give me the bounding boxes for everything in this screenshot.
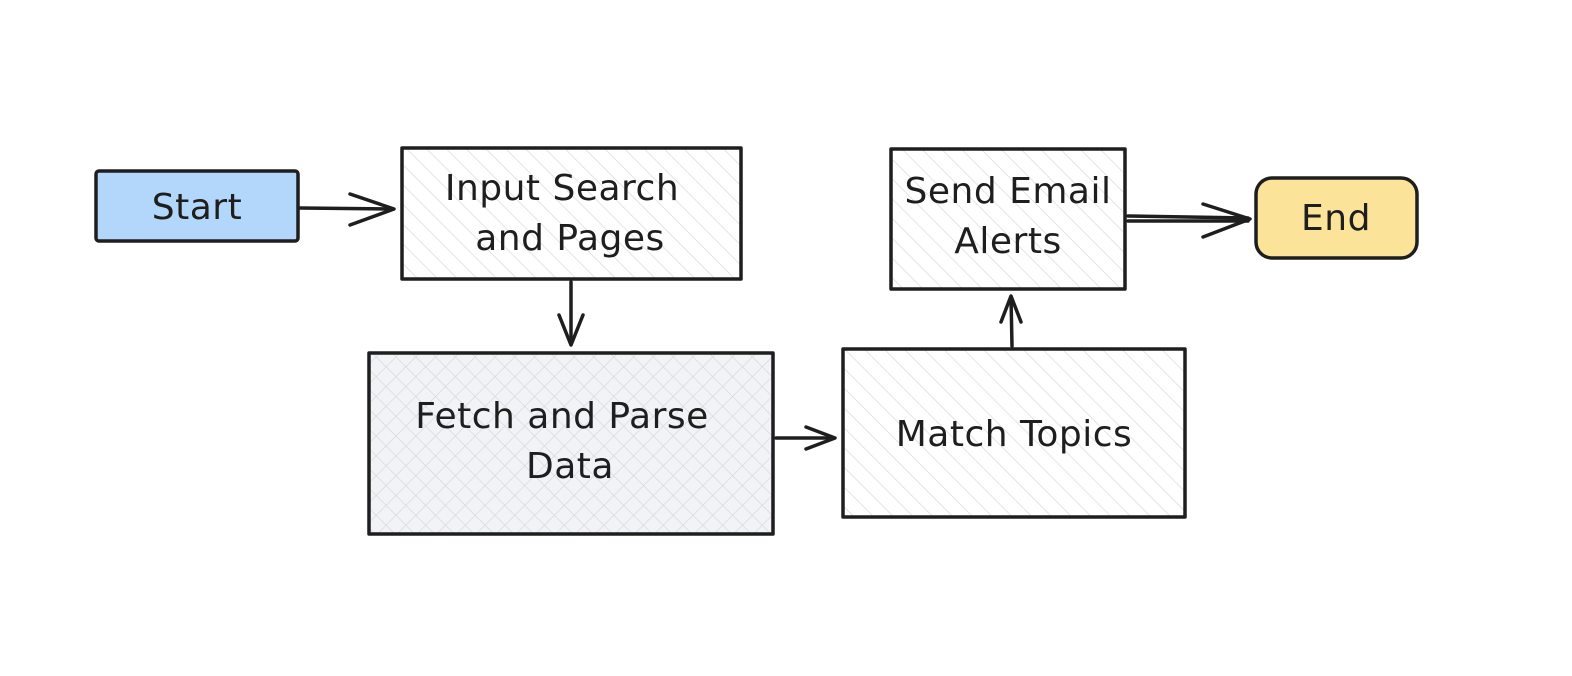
start-node[interactable]: Start bbox=[94, 169, 300, 243]
fetch-parse-label-line2: Data bbox=[526, 446, 614, 487]
arrow-send-to-end bbox=[1126, 202, 1252, 239]
arrow-start-to-input bbox=[298, 192, 396, 227]
end-node[interactable]: End bbox=[1254, 176, 1419, 260]
input-search-node[interactable]: Input Search and Pages bbox=[400, 146, 743, 281]
arrow-fetch-to-match bbox=[774, 425, 837, 451]
fetch-parse-label-line1: Fetch and Parse bbox=[415, 396, 709, 437]
input-search-label-line2: and Pages bbox=[475, 218, 665, 259]
send-email-label-line2: Alerts bbox=[954, 221, 1061, 262]
start-label: Start bbox=[152, 187, 242, 228]
match-topics-node[interactable]: Match Topics bbox=[841, 347, 1187, 519]
end-label: End bbox=[1301, 198, 1371, 239]
input-search-label-line1: Input Search bbox=[445, 168, 679, 209]
send-email-label-line1: Send Email bbox=[905, 171, 1112, 212]
fetch-parse-node[interactable]: Fetch and Parse Data bbox=[367, 351, 775, 536]
arrow-input-to-fetch bbox=[557, 280, 585, 347]
match-topics-label: Match Topics bbox=[896, 414, 1133, 455]
arrow-match-to-send bbox=[999, 294, 1023, 348]
send-email-node[interactable]: Send Email Alerts bbox=[889, 147, 1127, 291]
